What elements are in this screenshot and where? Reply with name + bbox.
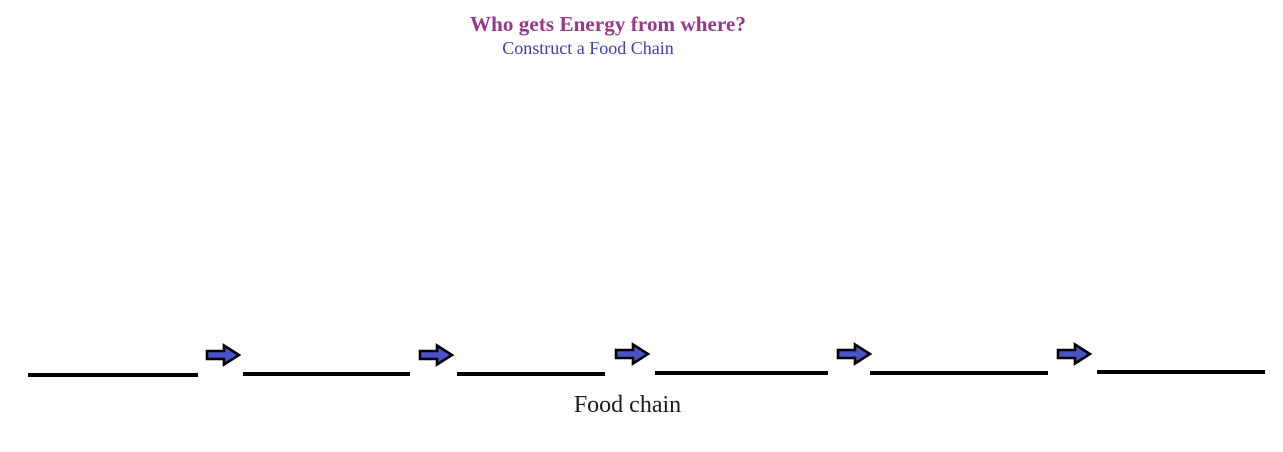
food-chain-blank-3[interactable] [457,372,605,376]
page-subtitle: Construct a Food Chain [502,38,674,58]
food-chain-blank-4[interactable] [655,371,828,375]
right-arrow-icon [205,343,241,367]
food-chain-row [0,330,1283,386]
right-arrow-icon [418,343,454,367]
food-chain-blank-6[interactable] [1097,370,1265,374]
page-title: Who gets Energy from where? [469,12,747,36]
right-arrow-icon [614,342,650,366]
food-chain-caption: Food chain [573,392,682,418]
food-chain-blank-1[interactable] [28,373,198,377]
worksheet-blank-work-area[interactable] [0,66,1283,328]
food-chain-blank-2[interactable] [243,372,410,376]
right-arrow-icon [1056,342,1092,366]
food-chain-blank-5[interactable] [870,371,1048,375]
right-arrow-icon [836,342,872,366]
worksheet-header: Who gets Energy from where? Construct a … [0,0,1283,66]
